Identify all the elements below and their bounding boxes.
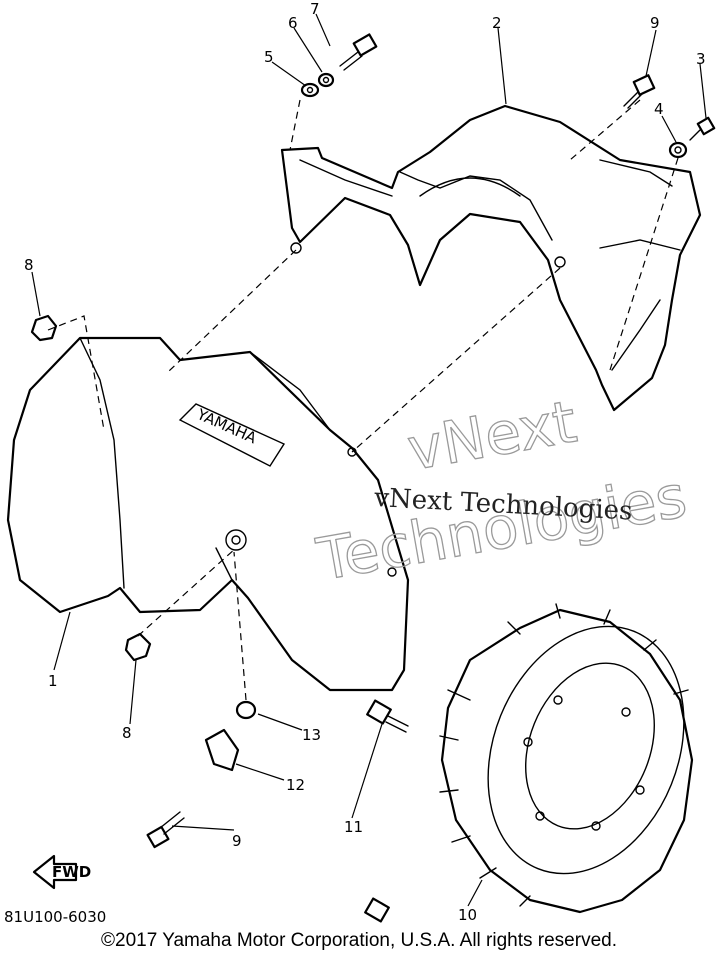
callout-1: 1 — [48, 672, 58, 690]
washer-7 — [300, 82, 320, 98]
diagram-code: 81U100-6030 — [4, 908, 106, 926]
bolt-5 — [339, 33, 378, 71]
callout-8-upper: 8 — [24, 256, 34, 274]
callout-9-lower: 9 — [232, 832, 242, 850]
callout-2: 2 — [492, 14, 502, 32]
nut-8-upper — [30, 314, 58, 342]
bolt-9-lower — [146, 811, 185, 849]
upper-shroud-part — [280, 104, 702, 412]
callout-leaders — [31, 13, 707, 907]
bolt-9-upper — [623, 74, 656, 109]
collar-13 — [235, 700, 257, 720]
callout-4: 4 — [654, 100, 664, 118]
bolt-11 — [364, 897, 390, 923]
flywheel-fan-part — [439, 603, 694, 914]
callout-3: 3 — [696, 50, 706, 68]
callout-5: 7 — [310, 0, 320, 18]
bolt-3 — [689, 116, 716, 141]
washer-4 — [668, 141, 688, 159]
callout-7: 5 — [264, 48, 274, 66]
callout-12: 12 — [286, 776, 305, 794]
watermark-outline-line1: vNext — [403, 387, 582, 483]
washer-6 — [317, 72, 335, 88]
callout-9-upper: 9 — [650, 14, 660, 32]
callout-11: 11 — [344, 818, 363, 836]
copyright-notice: ©2017 Yamaha Motor Corporation, U.S.A. A… — [101, 930, 617, 951]
bolt-11-shape — [366, 699, 409, 733]
callout-numbers: 7 6 5 2 9 3 4 8 1 8 13 12 9 11 10 — [24, 0, 706, 924]
callout-13: 13 — [302, 726, 321, 744]
callout-8-lower: 8 — [122, 724, 132, 742]
callout-6: 6 — [288, 14, 298, 32]
assembly-dashed-lines — [47, 99, 679, 701]
callout-10: 10 — [458, 906, 477, 924]
fwd-label: FWD — [52, 863, 91, 881]
fwd-arrow-icon: FWD — [32, 854, 91, 890]
lower-shroud-part: YAMAHA — [6, 336, 410, 692]
nut-8-lower — [124, 632, 152, 662]
clip-12 — [204, 728, 240, 772]
